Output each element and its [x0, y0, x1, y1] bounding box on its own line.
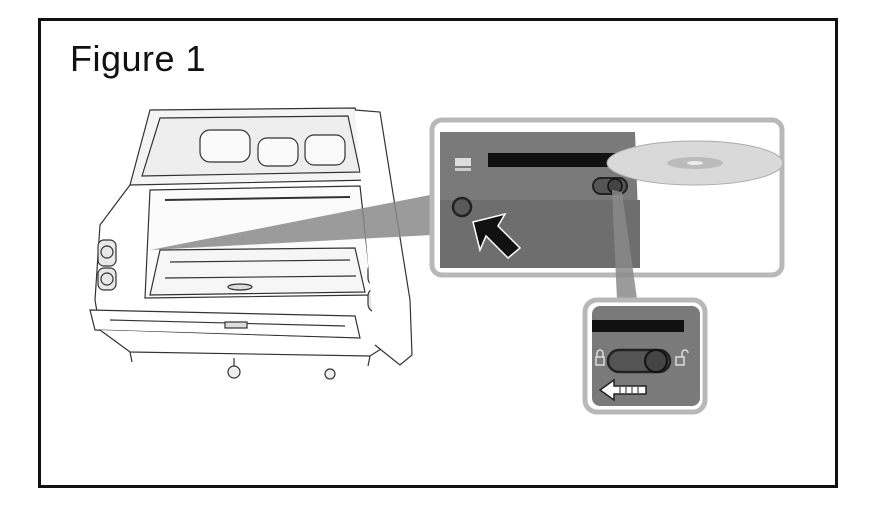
- eject-button-icon[interactable]: [451, 196, 473, 218]
- figure-title: Figure 1: [70, 38, 207, 79]
- slide-left-arrow-icon: [598, 378, 647, 402]
- dvd-logo-icon: [455, 158, 471, 171]
- zoom-wedge: [150, 195, 432, 250]
- lock-detail-callout: [582, 297, 708, 415]
- lock-slider[interactable]: [606, 348, 672, 374]
- lock-closed-icon: [595, 349, 605, 366]
- zoom-wedge-lock: [612, 190, 640, 322]
- lock-open-icon: [675, 349, 689, 366]
- pointer-arrow-icon: [472, 212, 522, 260]
- lock-switch-small[interactable]: [592, 177, 628, 195]
- disc-icon: [606, 140, 784, 186]
- dvd-panel-callout: [429, 117, 785, 278]
